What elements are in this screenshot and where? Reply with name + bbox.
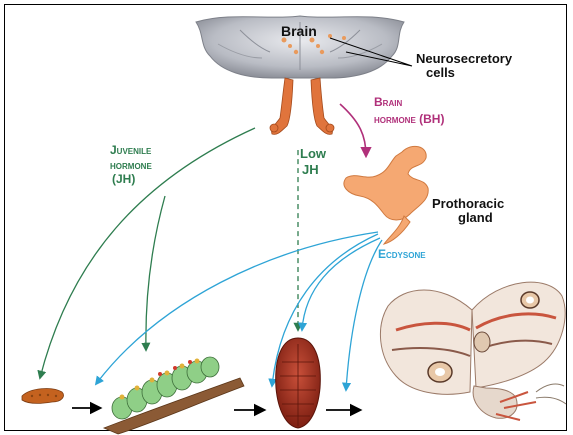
ecdysone-arrow-to-adult <box>346 240 382 390</box>
prothoracic-gland-label: Prothoracic gland <box>432 197 504 224</box>
jh-arrow-to-larva <box>146 196 165 350</box>
juvenile-hormone-line-2: hormone <box>110 159 152 172</box>
low-jh-line-1: Low <box>300 147 326 161</box>
low-jh-line-2: JH <box>300 163 326 177</box>
brain-hormone-line-1: Brain <box>374 96 444 109</box>
brain-label: Brain <box>281 24 317 39</box>
juvenile-hormone-line-3: (JH) <box>110 173 152 186</box>
low-jh-label: Low JH <box>300 147 326 176</box>
pupa-illustration <box>276 338 321 428</box>
brain-hormone-label: Brain hormone (BH) <box>374 96 444 125</box>
juvenile-hormone-label: Juvenile hormone (JH) <box>110 144 152 186</box>
adult-moth-illustration <box>380 282 566 420</box>
ecdysone-label: Ecdysone <box>378 248 426 261</box>
neurosecretory-line-1: Neurosecretory <box>416 52 512 66</box>
prothoracic-line-2: gland <box>432 211 504 225</box>
brain-hormone-arrow <box>340 104 366 156</box>
ecdysone-arrow-to-pupa-top <box>302 238 380 330</box>
small-larva-illustration <box>22 389 64 404</box>
ecdysone-arrow-to-larva <box>96 232 378 384</box>
juvenile-hormone-line-1: Juvenile <box>110 144 152 157</box>
prothoracic-line-1: Prothoracic <box>432 197 504 211</box>
neurosecretory-label: Neurosecretory cells <box>416 52 512 79</box>
larva-on-branch-illustration <box>104 357 244 434</box>
brain-hormone-line-2: hormone (BH) <box>374 113 444 126</box>
prothoracic-gland-illustration <box>344 146 428 244</box>
neurosecretory-line-2: cells <box>416 66 512 80</box>
